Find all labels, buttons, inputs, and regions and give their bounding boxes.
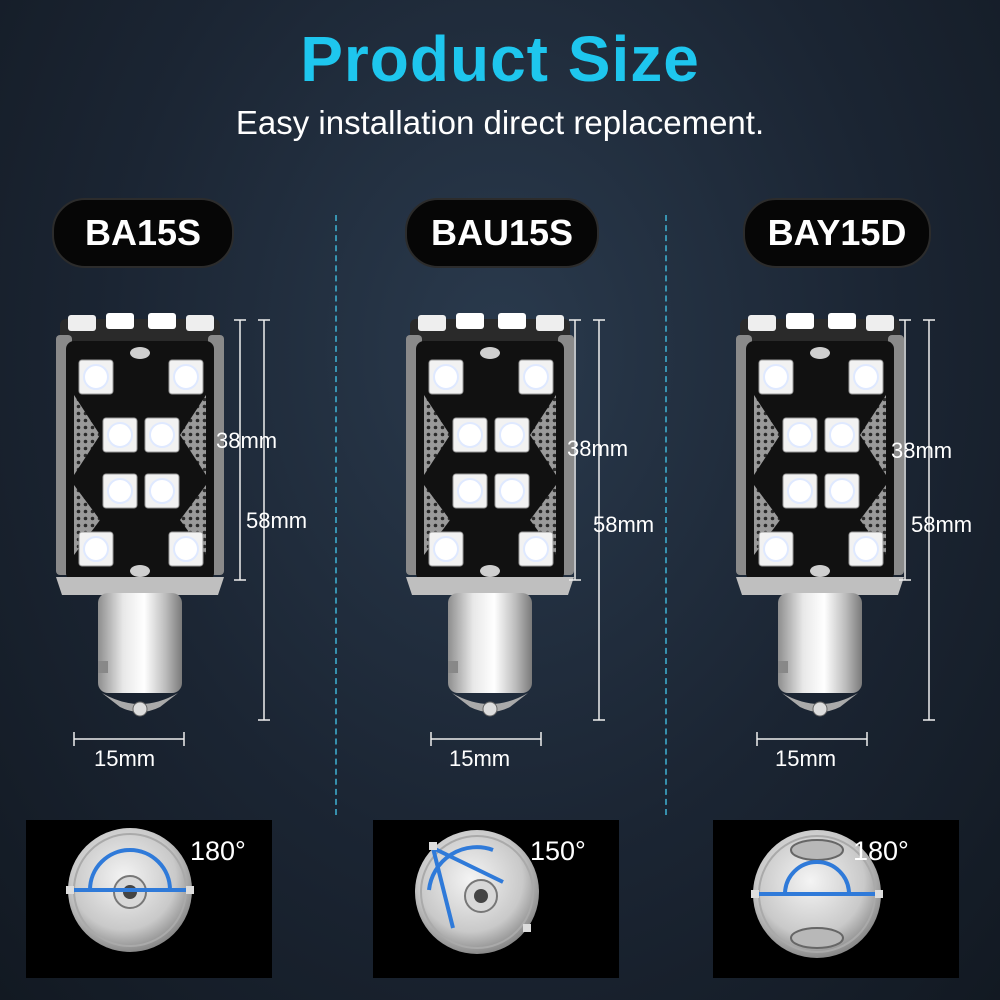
bulb-base-top-view: [415, 830, 539, 954]
page-subtitle: Easy installation direct replacement.: [235, 104, 765, 141]
total-height-label: 58mm: [911, 512, 973, 537]
led-bulb-image: [40, 305, 240, 735]
beam-angle-panel: [713, 820, 959, 978]
beam-angle-label: 180°: [190, 836, 246, 866]
beam-angle-panel: [26, 820, 272, 978]
bulb-base-top-view: [66, 828, 194, 952]
column-divider: [335, 215, 337, 815]
product-column-bay15d: BAY15D 38mm 58mm 15mm: [675, 0, 995, 1000]
beam-angle-panel: [373, 820, 619, 978]
height-dimension-lines: [569, 319, 605, 721]
product-name-badge: BA15S: [52, 198, 234, 268]
diameter-label: 15mm: [775, 746, 837, 771]
product-name-badge: BAY15D: [743, 198, 931, 268]
beam-angle-label: 180°: [853, 836, 909, 866]
diameter-label: 15mm: [94, 746, 156, 771]
column-divider: [665, 215, 667, 815]
total-height-label: 58mm: [246, 508, 308, 533]
product-name-badge: BAU15S: [405, 198, 599, 268]
diameter-label: 15mm: [449, 746, 511, 771]
height-dimension-lines: [899, 319, 935, 721]
product-column-bau15s: BAU15S 38mm 58mm 15mm: [345, 0, 665, 1000]
width-dimension-line: [756, 732, 868, 746]
led-bulb-image: [720, 305, 920, 735]
width-dimension-line: [73, 732, 185, 746]
total-height-label: 58mm: [593, 512, 655, 537]
width-dimension-line: [430, 732, 542, 746]
led-height-label: 38mm: [216, 428, 278, 453]
page-title: Product Size: [300, 23, 700, 95]
led-bulb-image: [390, 305, 590, 735]
bulb-base-top-view: [751, 830, 883, 958]
height-dimension-lines: [234, 319, 270, 721]
product-column-ba15s: BA15S 38mm 58mm 15mm: [10, 0, 330, 1000]
beam-angle-label: 150°: [530, 836, 586, 866]
led-height-label: 38mm: [891, 438, 953, 463]
led-height-label: 38mm: [567, 436, 629, 461]
